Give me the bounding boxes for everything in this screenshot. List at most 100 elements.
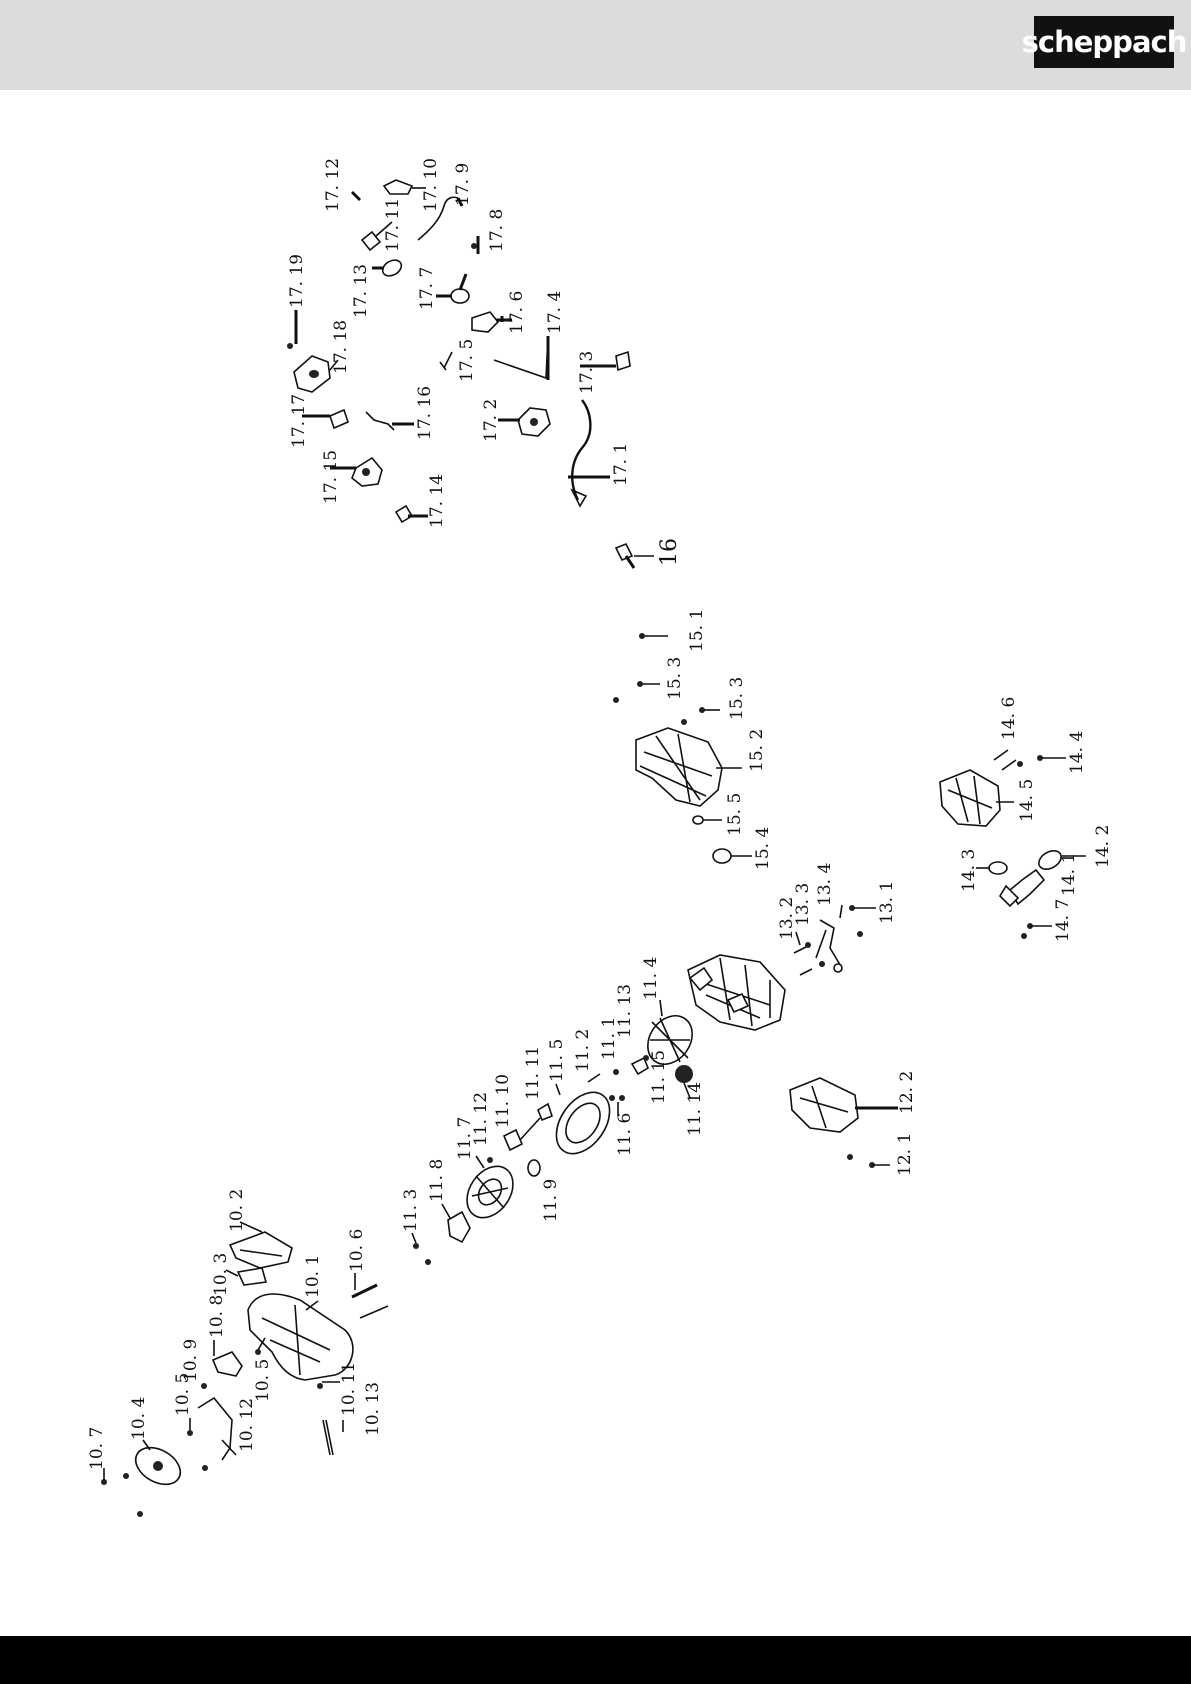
- label-14-2: 14. 2: [1093, 825, 1113, 868]
- part-17-13-drawing: [381, 259, 403, 277]
- label-10-2: 10. 2: [227, 1189, 247, 1232]
- label-14-6: 14. 6: [999, 697, 1019, 740]
- part-17-3-drawing: [615, 350, 631, 372]
- label-12-2: 12. 2: [897, 1071, 917, 1114]
- part-10-13-drawing: [322, 1419, 331, 1456]
- part-17-16-drawing: [365, 411, 395, 431]
- part-number-labels: 10. 7 10. 4 10. 5 10. 9 10. 8 10. 3 10. …: [87, 158, 1113, 1470]
- label-17-3: 17. 3: [577, 351, 597, 394]
- part-10-3-drawing: [236, 1267, 268, 1286]
- label-11-6: 11. 6: [615, 1113, 635, 1156]
- label-11-12: 11. 12: [471, 1092, 491, 1146]
- part-group-17: [287, 179, 631, 524]
- label-10-5-b: 10. 5: [253, 1359, 273, 1402]
- engine-block: [687, 954, 786, 1031]
- part-17-19-drawing: [287, 343, 293, 349]
- part-group-10: [101, 1221, 389, 1517]
- part-17-17-drawing: [329, 408, 349, 430]
- page-footer: [0, 1636, 1191, 1684]
- label-11-5: 11. 5: [547, 1039, 567, 1082]
- part-13-4-drawing: [815, 919, 843, 969]
- label-17-1: 17. 1: [611, 443, 631, 486]
- label-11-15: 11. 15: [649, 1050, 669, 1104]
- label-11-11: 11. 11: [523, 1046, 543, 1100]
- label-10-7: 10. 7: [87, 1427, 107, 1470]
- part-group-15: [613, 633, 752, 864]
- part-11-14-drawing: [675, 1065, 693, 1083]
- label-17-10: 17. 10: [421, 158, 441, 212]
- part-group-16: [614, 542, 654, 569]
- label-14-7: 14. 7: [1053, 899, 1073, 942]
- part-group-14: [939, 749, 1086, 939]
- part-17-12-drawing: [350, 190, 362, 202]
- label-17-17: 17. 17: [289, 394, 309, 448]
- label-10-6: 10. 6: [347, 1229, 367, 1272]
- label-17-11: 17. 11: [383, 198, 403, 252]
- label-17-9: 17. 9: [453, 163, 473, 206]
- exploded-parts-diagram: 10. 7 10. 4 10. 5 10. 9 10. 8 10. 3 10. …: [0, 90, 1191, 1636]
- label-14-3: 14. 3: [959, 849, 979, 892]
- part-10-1-drawing: [247, 1293, 354, 1381]
- label-17-19: 17. 19: [287, 254, 307, 308]
- part-16-drawing: [614, 542, 634, 562]
- part-17-11-drawing: [360, 230, 382, 252]
- part-10-8-drawing: [211, 1351, 243, 1377]
- part-17-14-drawing: [394, 504, 414, 524]
- label-13-2: 13. 2: [777, 897, 797, 940]
- part-14-6-drawing: [993, 749, 1009, 761]
- label-15-1: 15. 1: [687, 609, 707, 652]
- label-14-4: 14. 4: [1067, 731, 1087, 774]
- label-11-14: 11. 14: [685, 1082, 705, 1136]
- part-15-4-drawing: [712, 848, 732, 864]
- part-17-5-drawing: [439, 351, 453, 371]
- part-14-5-drawing: [939, 769, 1001, 827]
- label-17-16: 17. 16: [415, 386, 435, 440]
- part-11-10-drawing: [502, 1128, 524, 1152]
- label-17-13: 17. 13: [351, 264, 371, 318]
- label-10-3: 10. 3: [211, 1253, 231, 1296]
- part-11-9-drawing: [527, 1159, 541, 1177]
- label-14-5: 14. 5: [1017, 779, 1037, 822]
- label-11-10: 11. 10: [493, 1074, 513, 1128]
- part-11-3-drawing: [413, 1243, 419, 1249]
- part-10-12-drawing: [197, 1396, 237, 1461]
- label-17-2: 17. 2: [481, 399, 501, 442]
- brand-logo-text: scheppach: [1021, 25, 1188, 59]
- label-10-4: 10. 4: [129, 1397, 149, 1440]
- label-17-7: 17. 7: [417, 267, 437, 310]
- part-10-7-drawing: [101, 1479, 107, 1485]
- label-10-8: 10. 8: [207, 1295, 227, 1338]
- page-header: scheppach: [0, 0, 1191, 90]
- label-11-13: 11. 13: [615, 984, 635, 1038]
- part-14-2-drawing: [1038, 850, 1062, 870]
- label-13-4: 13. 4: [815, 863, 835, 906]
- label-16: 16: [657, 538, 682, 566]
- part-17-1-drawing: [571, 399, 592, 501]
- engine-block-drawing: [687, 954, 786, 1031]
- part-11-5-drawing: [555, 1091, 611, 1155]
- part-17-7-drawing: [450, 288, 470, 304]
- part-15-5-drawing: [692, 815, 704, 825]
- label-17-15: 17. 15: [321, 450, 341, 504]
- part-group-12: [789, 1077, 898, 1168]
- label-11-4: 11. 4: [641, 957, 661, 1000]
- label-13-1: 13. 1: [877, 881, 897, 924]
- part-14-1-drawing: [1008, 868, 1046, 906]
- label-14-1: 14. 1: [1059, 853, 1079, 896]
- label-11-8: 11. 8: [427, 1159, 447, 1202]
- label-17-5: 17. 5: [457, 339, 477, 382]
- part-10-2-drawing: [228, 1231, 293, 1269]
- part-17-4-drawing: [493, 335, 549, 380]
- label-11-1: 11. 1: [599, 1017, 619, 1060]
- part-group-11: [411, 999, 693, 1265]
- part-11-2-drawing: [587, 1073, 601, 1083]
- part-14-3-drawing: [988, 861, 1008, 875]
- label-11-2: 11. 2: [573, 1029, 593, 1072]
- label-17-14: 17. 14: [427, 474, 447, 528]
- label-10-13: 10. 13: [363, 1382, 383, 1436]
- label-10-11: 10. 11: [339, 1362, 359, 1416]
- exploded-view-svg: 10. 7 10. 4 10. 5 10. 9 10. 8 10. 3 10. …: [87, 158, 1113, 1517]
- part-15-2-drawing: [635, 727, 723, 807]
- label-17-8: 17. 8: [487, 209, 507, 252]
- label-17-4: 17. 4: [545, 291, 565, 334]
